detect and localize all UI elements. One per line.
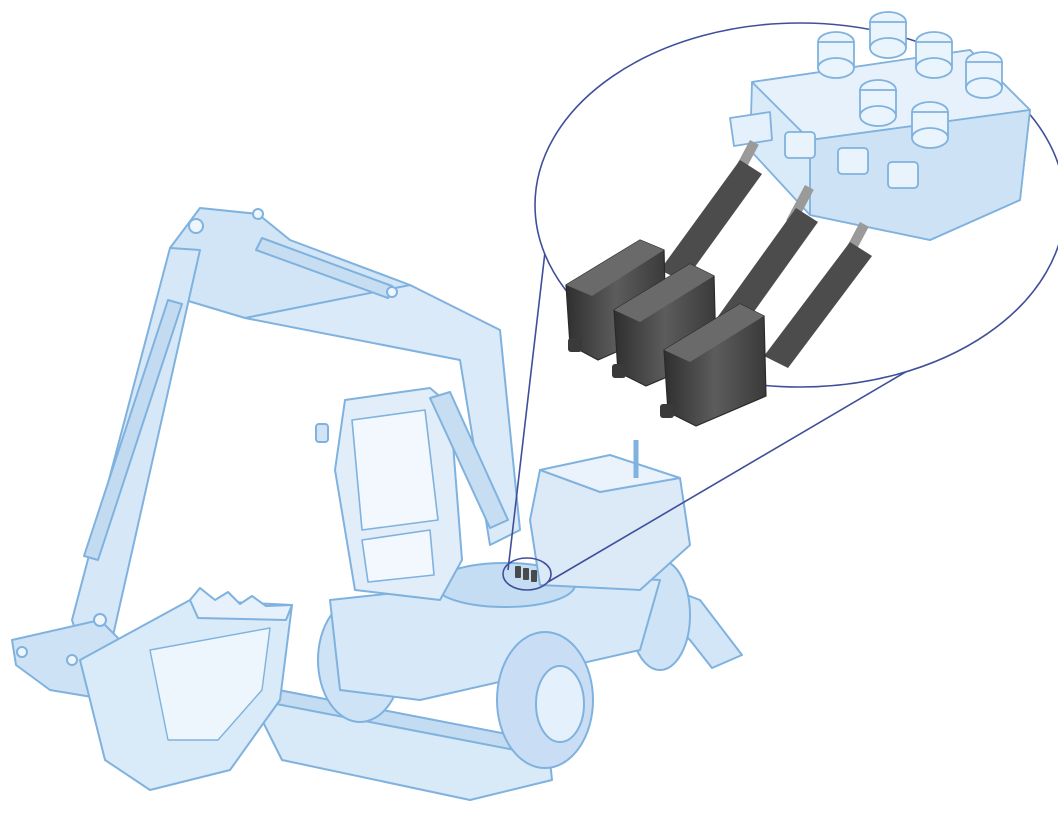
boom-lift-cylinder: [429, 391, 509, 529]
bucket-teeth: [189, 587, 293, 621]
bucket-inner: [149, 627, 271, 741]
cab-window: [351, 409, 439, 531]
cab-door-window: [361, 529, 435, 583]
hydraulic-valve-block: [729, 11, 1031, 241]
valve-spool: [729, 111, 773, 147]
callout-line-left: [507, 251, 546, 571]
magnified-view: [565, 11, 1031, 427]
pin-joints: [16, 208, 398, 666]
boom-cylinder: [255, 237, 393, 299]
focus-actuators: [515, 566, 537, 582]
engine-top: [539, 454, 681, 493]
callout-line-right: [547, 339, 961, 583]
main-boom: [231, 284, 521, 546]
callout-focus-ring: [502, 557, 552, 591]
linear-actuator-3: [660, 221, 872, 427]
stick-cylinder: [83, 299, 183, 561]
valve-ports: [784, 131, 919, 189]
cab-mirror: [315, 423, 329, 443]
valve-knobs: [817, 11, 1003, 149]
excavator-illustration: [11, 207, 743, 801]
front-wheel-hub: [535, 665, 585, 743]
